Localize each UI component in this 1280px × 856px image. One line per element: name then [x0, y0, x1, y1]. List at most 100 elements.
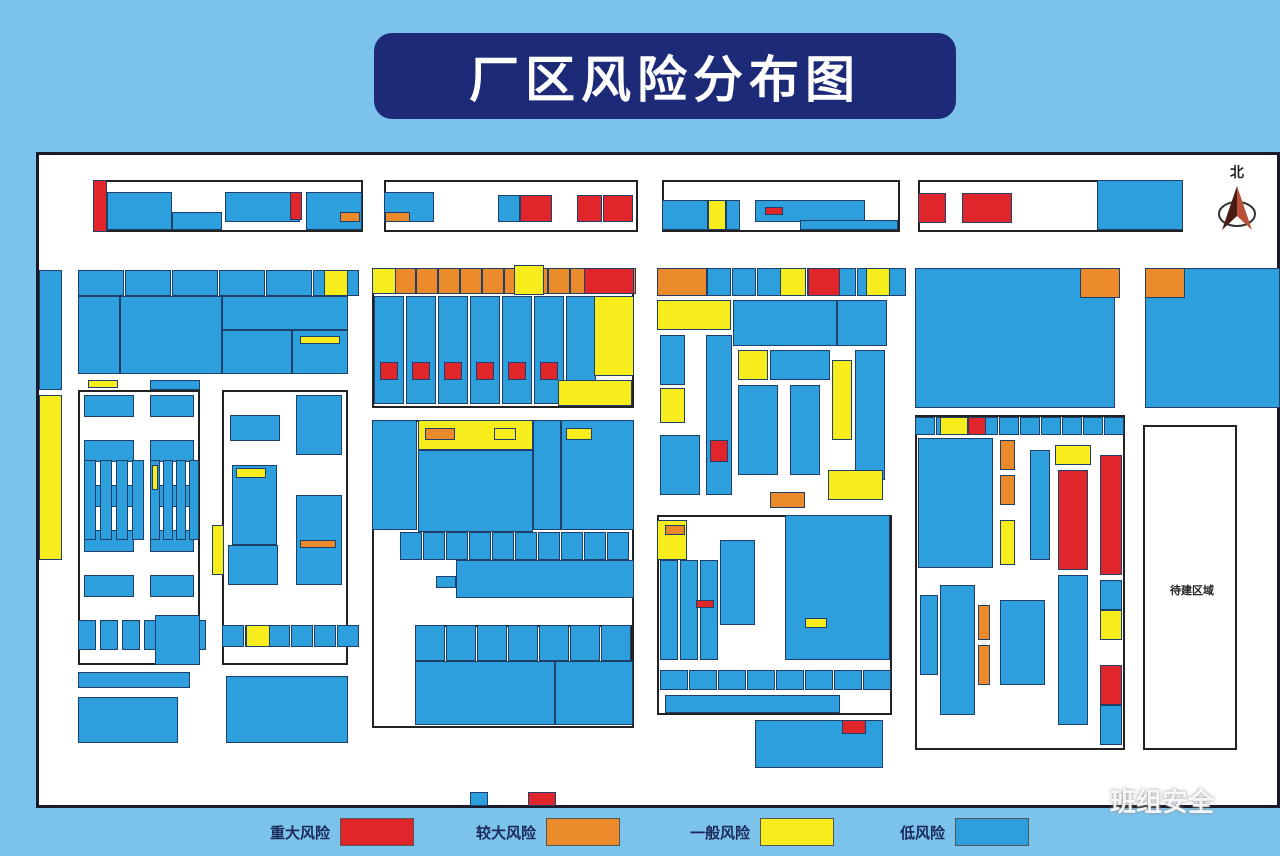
building-high-risk — [300, 540, 336, 548]
building-low-risk — [498, 195, 520, 222]
building-high-risk — [665, 525, 685, 535]
building-low-risk — [172, 270, 218, 296]
building-general-risk — [657, 300, 731, 330]
building-major-risk — [520, 195, 552, 222]
building-general-risk — [236, 468, 266, 478]
building-low-risk — [1083, 417, 1103, 435]
building-low-risk — [226, 676, 348, 743]
building-low-risk — [918, 438, 993, 568]
zone-outline — [657, 515, 892, 715]
legend-swatch — [340, 818, 415, 846]
building-low-risk — [533, 420, 561, 530]
building-low-risk — [863, 670, 891, 690]
watermark: 班组安全 — [1110, 788, 1215, 818]
building-general-risk — [1055, 445, 1091, 465]
building-low-risk — [232, 465, 277, 545]
building-low-risk — [1058, 575, 1088, 725]
building-low-risk — [492, 532, 514, 560]
building-high-risk — [1000, 440, 1015, 470]
legend-swatch — [760, 818, 835, 846]
building-low-risk — [502, 296, 532, 404]
building-major-risk — [842, 720, 866, 734]
legend-low: 低风险 — [900, 818, 1030, 846]
building-low-risk — [776, 670, 804, 690]
building-low-risk — [733, 300, 837, 346]
building-low-risk — [78, 270, 124, 296]
building-low-risk — [155, 615, 200, 665]
building-low-risk — [718, 670, 746, 690]
building-major-risk — [1100, 665, 1122, 705]
building-low-risk — [150, 380, 200, 390]
plant-map: 待建区域 — [36, 152, 1280, 808]
building-low-risk — [790, 385, 820, 475]
building-low-risk — [230, 415, 280, 441]
building-low-risk — [477, 625, 507, 661]
building-low-risk — [470, 296, 500, 404]
building-general-risk — [738, 350, 768, 380]
building-major-risk — [93, 180, 107, 232]
building-low-risk — [601, 625, 631, 661]
building-low-risk — [1030, 450, 1050, 560]
legend-swatch — [955, 818, 1030, 846]
building-low-risk — [132, 460, 144, 540]
zone-outline — [78, 390, 200, 665]
pending-area-label: 待建区域 — [1170, 584, 1214, 597]
building-major-risk — [808, 268, 840, 296]
building-major-risk — [584, 268, 634, 294]
building-high-risk — [1000, 475, 1015, 505]
building-high-risk — [978, 605, 990, 640]
north-indicator: 北 — [1214, 162, 1260, 236]
building-low-risk — [689, 670, 717, 690]
building-general-risk — [805, 618, 827, 628]
building-low-risk — [189, 460, 199, 540]
building-low-risk — [508, 625, 538, 661]
building-major-risk — [710, 440, 728, 462]
legend-label: 重大风险 — [270, 823, 331, 842]
building-low-risk — [539, 625, 569, 661]
building-low-risk — [584, 532, 606, 560]
building-general-risk — [152, 465, 158, 490]
building-low-risk — [456, 560, 634, 598]
building-low-risk — [920, 595, 938, 675]
building-high-risk — [394, 268, 416, 294]
building-high-risk — [1145, 268, 1185, 298]
building-high-risk — [416, 268, 438, 294]
building-low-risk — [999, 417, 1019, 435]
building-low-risk — [400, 532, 422, 560]
building-low-risk — [555, 661, 633, 725]
north-label: 北 — [1230, 165, 1244, 181]
building-general-risk — [1000, 520, 1015, 565]
building-low-risk — [150, 460, 160, 540]
building-high-risk — [657, 268, 707, 296]
building-low-risk — [660, 435, 700, 495]
building-low-risk — [314, 625, 336, 647]
building-high-risk — [978, 645, 990, 685]
building-major-risk — [765, 207, 783, 215]
building-general-risk — [514, 265, 544, 295]
building-low-risk — [84, 460, 96, 540]
building-low-risk — [228, 545, 278, 585]
building-low-risk — [415, 625, 445, 661]
building-low-risk — [39, 270, 62, 390]
building-low-risk — [84, 575, 134, 597]
building-low-risk — [423, 532, 445, 560]
compass-arrow-icon — [1218, 186, 1256, 230]
building-major-risk — [380, 362, 398, 380]
building-high-risk — [438, 268, 460, 294]
building-low-risk — [834, 670, 862, 690]
building-low-risk — [1100, 580, 1122, 610]
legend-general: 一般风险 — [690, 818, 835, 846]
building-low-risk — [700, 560, 718, 660]
building-low-risk — [306, 192, 362, 230]
legend-major: 重大风险 — [270, 818, 415, 846]
building-low-risk — [150, 575, 194, 597]
legend-label: 一般风险 — [690, 823, 751, 842]
building-low-risk — [1097, 180, 1183, 230]
building-major-risk — [696, 600, 714, 608]
building-low-risk — [720, 540, 755, 625]
building-low-risk — [222, 330, 292, 374]
building-low-risk — [372, 420, 417, 530]
building-low-risk — [732, 268, 756, 296]
building-low-risk — [785, 515, 890, 660]
building-low-risk — [805, 670, 833, 690]
